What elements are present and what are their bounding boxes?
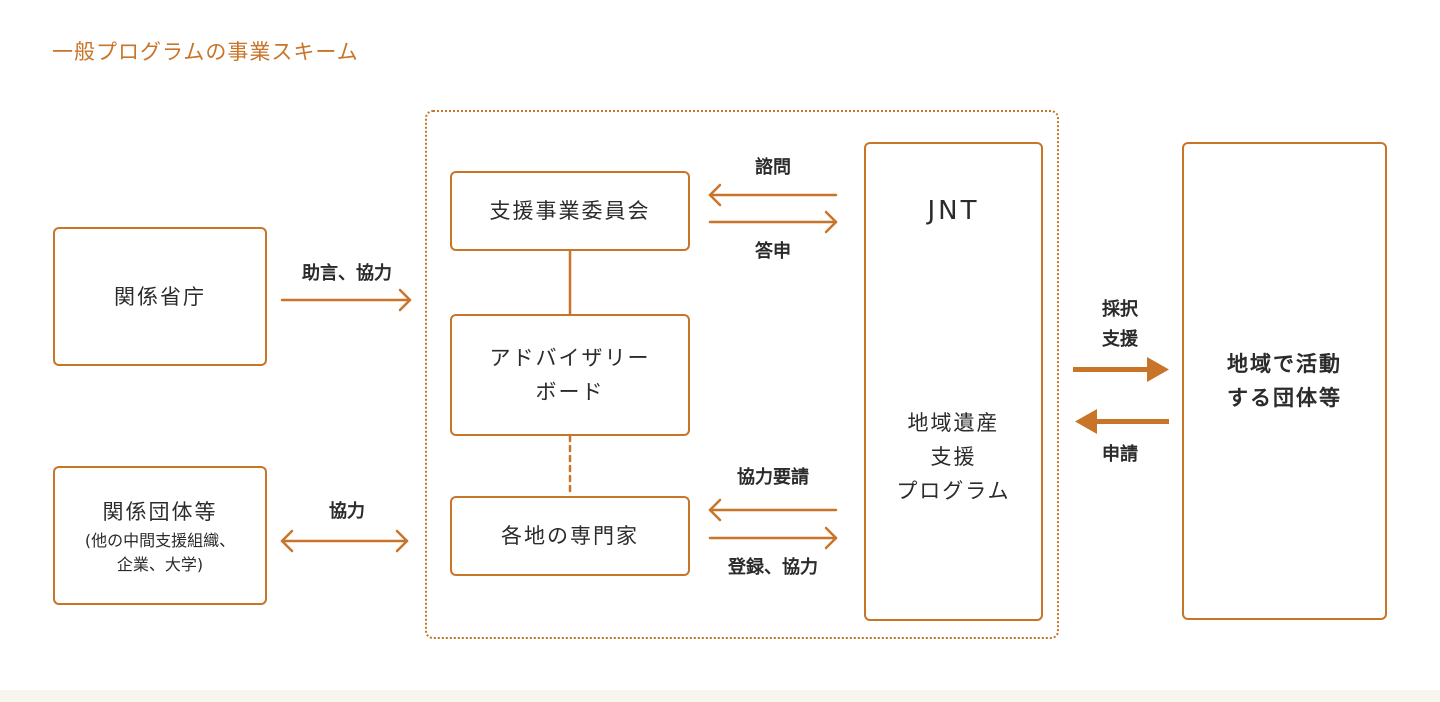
advisory-board-line1: アドバイザリー (489, 346, 651, 370)
ministries-box: 関係省庁 (53, 227, 267, 366)
jnt-box: JNT 地域遺産 支援 プログラム (864, 142, 1043, 621)
adopt-label-line1: 採択 (1102, 299, 1138, 320)
adopt-support-label: 採択 支援 (1080, 295, 1160, 355)
local-groups-line1: 地域で活動 (1227, 352, 1342, 376)
local-groups-line2: する団体等 (1227, 386, 1342, 410)
committee-label: 支援事業委員会 (489, 199, 651, 223)
request-cooperation-arrow (708, 498, 838, 522)
cooperation-label: 協力 (329, 501, 365, 522)
request-cooperation-label: 協力要請 (737, 467, 809, 488)
register-cooperation-arrow (708, 526, 838, 550)
register-cooperation-label: 登録、協力 (728, 557, 818, 578)
jnt-line2: 支援 (930, 445, 977, 469)
organizations-label: 関係団体等 (102, 499, 218, 524)
advice-arrow (280, 288, 412, 312)
jnt-program-label: 地域遺産 支援 プログラム (866, 406, 1041, 508)
consult-label: 諮問 (755, 157, 791, 178)
advice-cooperation-label: 助言、協力 (302, 263, 392, 284)
apply-arrow (1075, 409, 1169, 434)
advisory-board-line2: ボード (535, 380, 605, 404)
cooperation-double-arrow (280, 529, 409, 553)
organizations-box: 関係団体等 (他の中間支援組織、 企業、大学) (53, 466, 267, 605)
experts-box: 各地の専門家 (450, 496, 690, 576)
program-frame (425, 110, 1059, 639)
local-groups-box: 地域で活動 する団体等 (1182, 142, 1387, 620)
ministries-label: 関係省庁 (114, 284, 206, 309)
consult-arrow (708, 183, 838, 207)
report-label: 答申 (755, 241, 791, 262)
organizations-note-line1: (他の中間支援組織、 (84, 530, 236, 550)
adopt-support-arrow (1073, 357, 1169, 382)
apply-label: 申請 (1102, 444, 1138, 465)
experts-label: 各地の専門家 (501, 524, 639, 548)
diagram-title: 一般プログラムの事業スキーム (52, 40, 359, 64)
jnt-title: JNT (927, 196, 980, 226)
report-arrow (708, 210, 838, 234)
advisory-board-box: アドバイザリー ボード (450, 314, 690, 436)
adopt-label-line2: 支援 (1102, 329, 1138, 350)
organizations-note-line2: 企業、大学) (116, 554, 204, 574)
jnt-line1: 地域遺産 (907, 411, 1000, 435)
jnt-line3: プログラム (896, 479, 1011, 503)
